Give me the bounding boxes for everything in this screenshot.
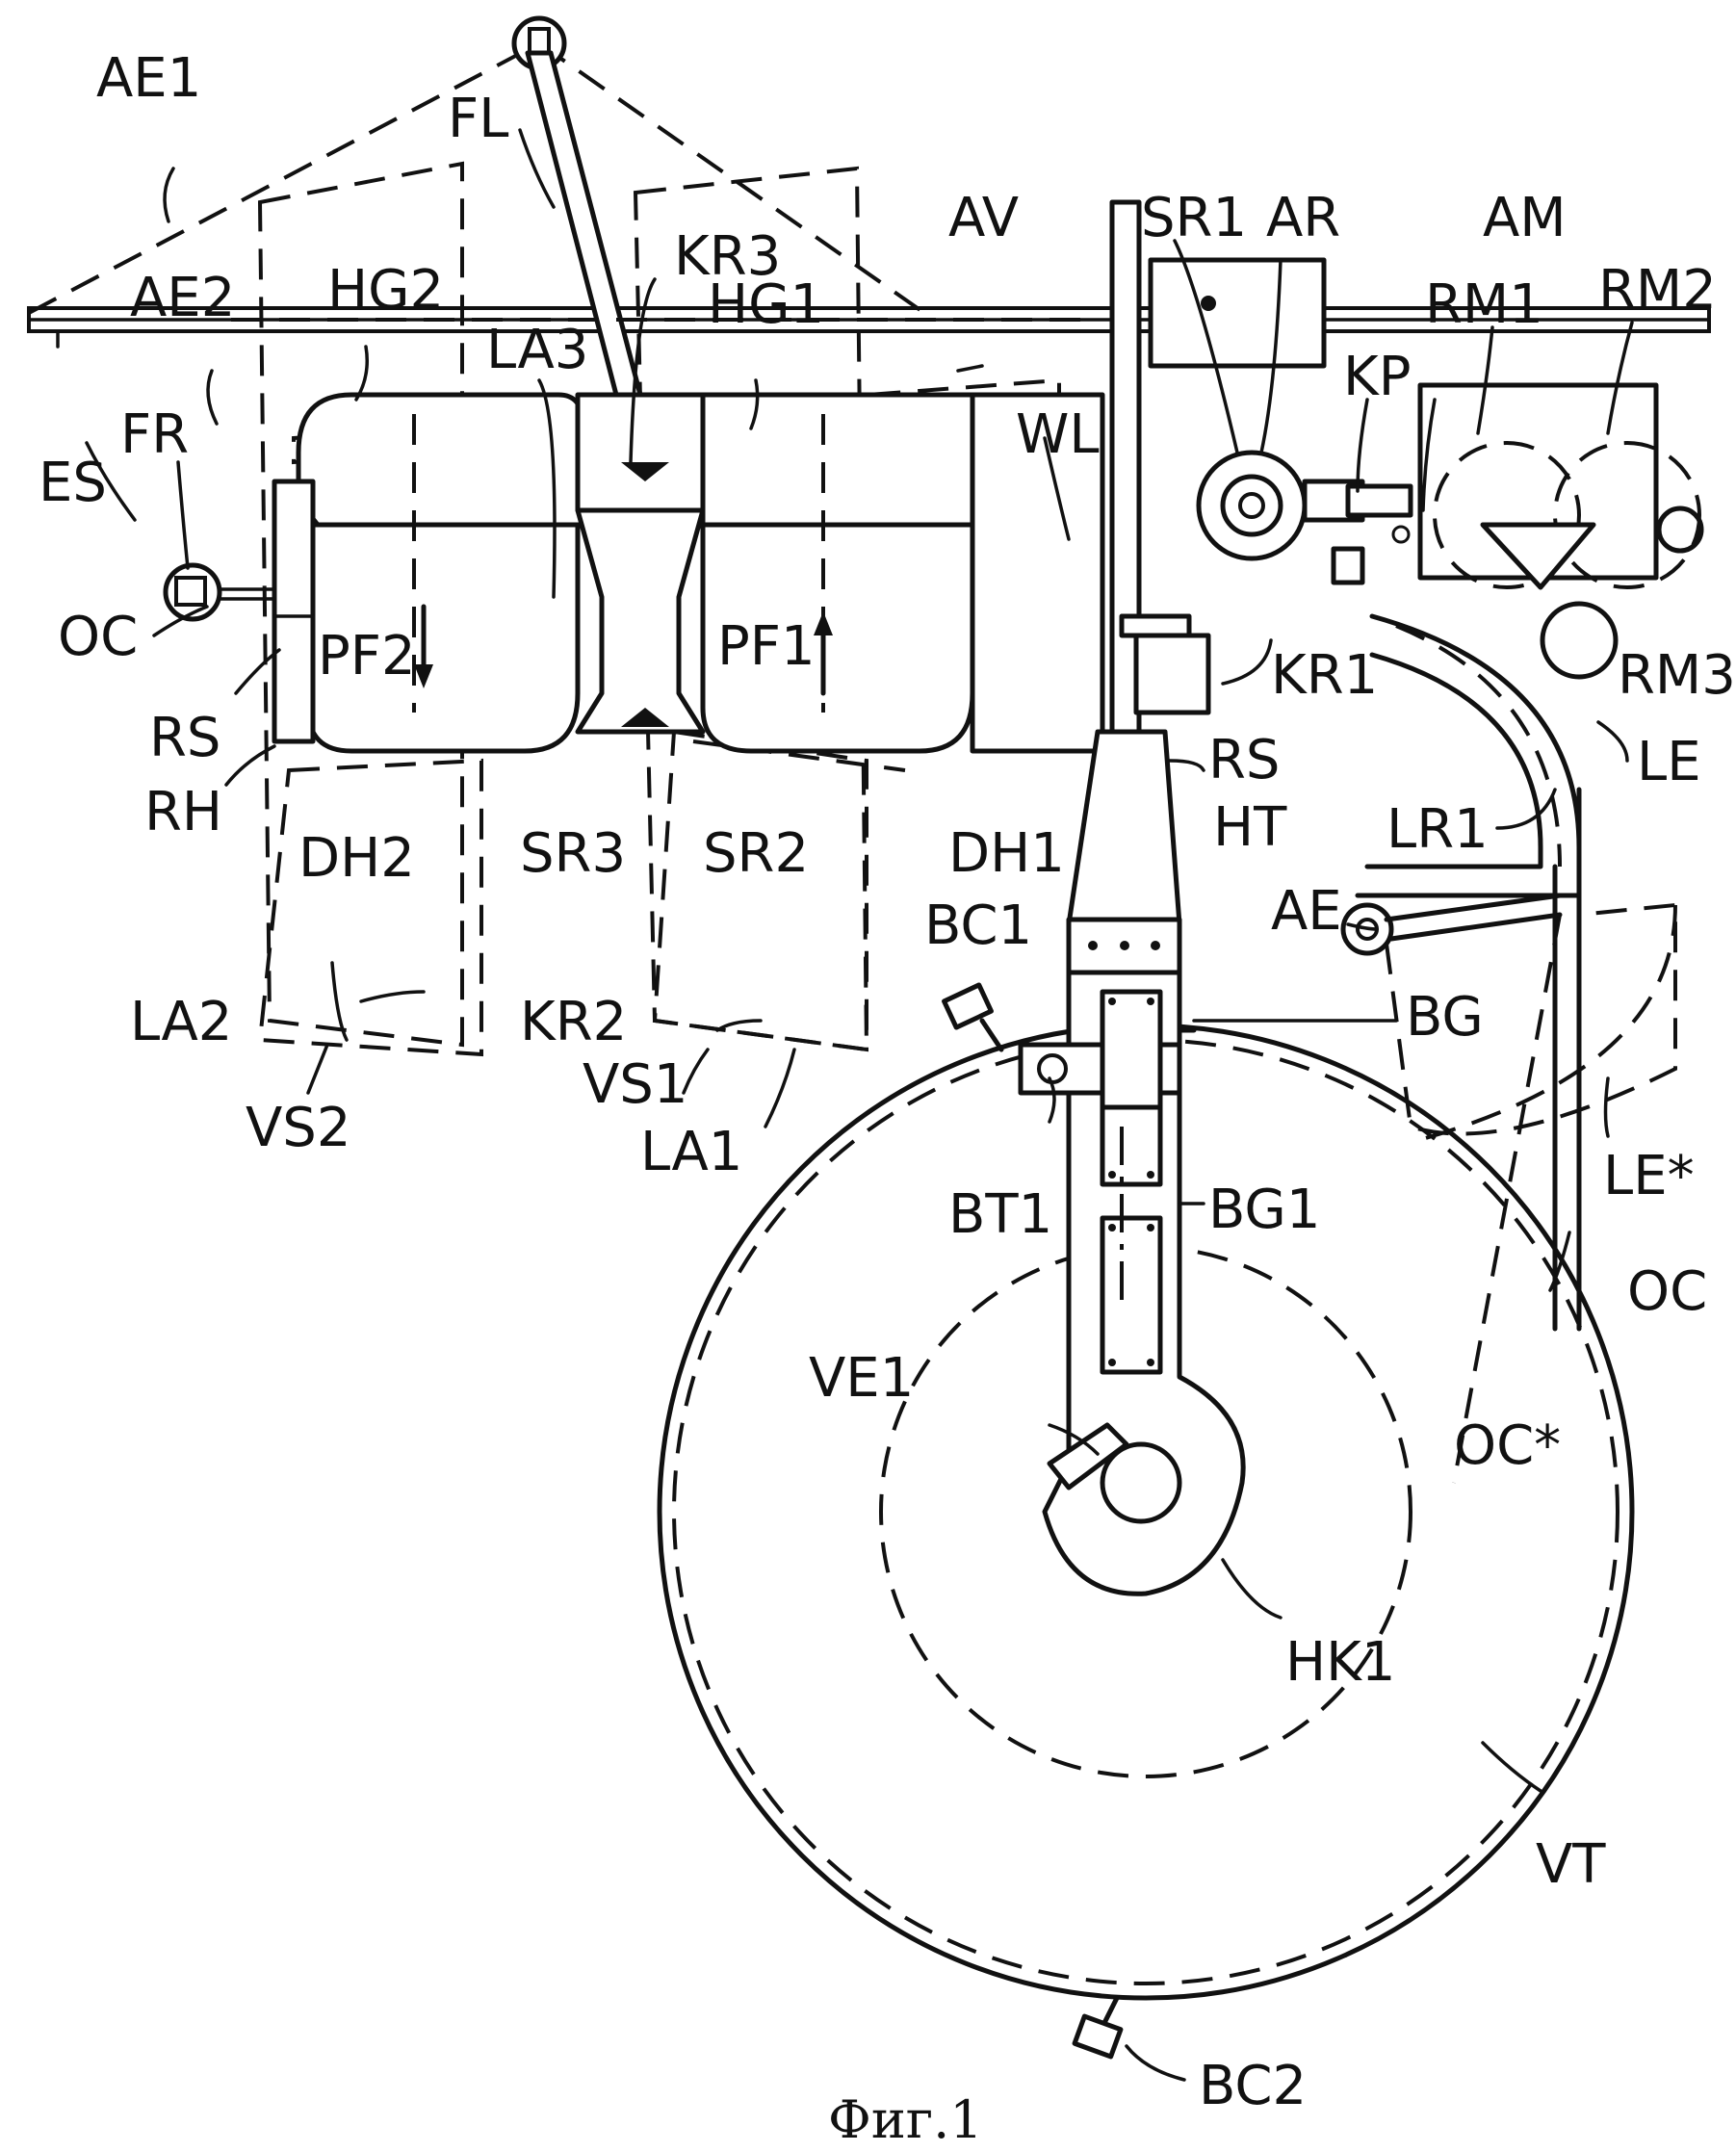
label-AM: AM xyxy=(1483,187,1567,249)
label-PF1: PF1 xyxy=(717,615,816,678)
label-OC-right: OC xyxy=(1627,1260,1707,1323)
label-AE1: AE1 xyxy=(96,47,201,110)
label-FL: FL xyxy=(448,88,508,150)
label-LR1: LR1 xyxy=(1386,798,1489,861)
hanger-bg1 xyxy=(1021,972,1243,1594)
label-VE1: VE1 xyxy=(809,1347,914,1410)
label-AE2: AE2 xyxy=(130,267,235,329)
label-BT1: BT1 xyxy=(948,1183,1052,1246)
label-LE: LE xyxy=(1637,731,1701,793)
label-SR2: SR2 xyxy=(703,822,809,885)
label-LA2: LA2 xyxy=(130,991,232,1053)
label-DH1: DH1 xyxy=(948,822,1065,885)
label-KR1: KR1 xyxy=(1271,644,1378,707)
part-labels: AE1 AE2 FL HG2 LA3 KR3 HG1 AV SR1 AR AM … xyxy=(39,47,1736,2117)
label-LA3: LA3 xyxy=(486,319,588,381)
label-OC-star: OC* xyxy=(1454,1414,1561,1477)
label-LE-star: LE* xyxy=(1603,1145,1695,1207)
label-KR2: KR2 xyxy=(520,991,627,1053)
label-SR1-top: SR1 xyxy=(1141,187,1247,249)
label-SR3: SR3 xyxy=(520,822,626,885)
carriage-am xyxy=(1420,385,1701,677)
label-ES: ES xyxy=(39,452,107,514)
roller-fr xyxy=(166,565,274,619)
label-PF2: PF2 xyxy=(318,625,416,687)
label-RS-right: RS xyxy=(1208,729,1280,791)
label-BG1: BG1 xyxy=(1208,1179,1320,1241)
label-KP: KP xyxy=(1343,346,1412,408)
label-BG: BG xyxy=(1406,986,1484,1049)
label-HG2: HG2 xyxy=(327,259,444,322)
figure-caption: Фиг.1 xyxy=(828,2089,983,2150)
label-RS-left: RS xyxy=(149,707,220,769)
label-RH: RH xyxy=(144,781,222,843)
label-RM1: RM1 xyxy=(1425,273,1543,336)
label-RM2: RM2 xyxy=(1598,259,1717,322)
label-HG1: HG1 xyxy=(708,273,824,336)
label-BC1: BC1 xyxy=(924,895,1032,957)
label-LA1: LA1 xyxy=(640,1121,742,1183)
label-VS2: VS2 xyxy=(246,1097,350,1159)
label-FR: FR xyxy=(120,403,189,466)
label-HT: HT xyxy=(1213,796,1287,859)
label-OC-left: OC xyxy=(58,606,138,668)
label-HK1: HK1 xyxy=(1285,1631,1395,1694)
label-AE: AE xyxy=(1271,880,1342,943)
guide-arm-lr1 xyxy=(1343,616,1675,1483)
label-AR: AR xyxy=(1266,187,1340,249)
label-DH2: DH2 xyxy=(298,827,415,890)
label-BC2: BC2 xyxy=(1199,2055,1307,2117)
label-WL: WL xyxy=(1016,403,1100,466)
label-RM3: RM3 xyxy=(1618,644,1736,707)
label-VT: VT xyxy=(1536,1833,1606,1896)
label-AV: AV xyxy=(948,187,1019,249)
label-VS1: VS1 xyxy=(583,1053,687,1116)
